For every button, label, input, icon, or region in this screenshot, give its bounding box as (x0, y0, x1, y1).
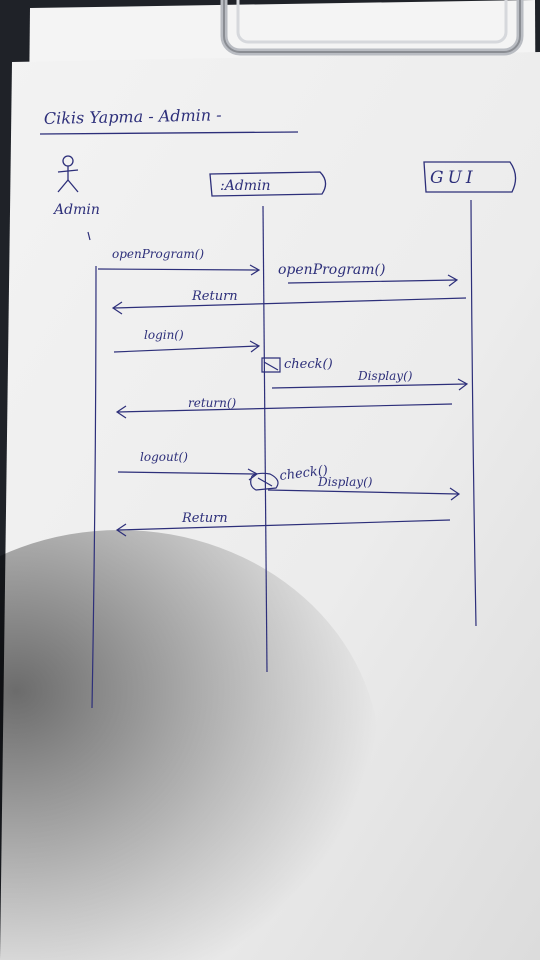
message-login (113, 340, 261, 353)
message-label-return-1: Return (191, 289, 238, 304)
admin-object-label: :Admin (220, 178, 271, 194)
clipboard-clip-icon (220, 0, 524, 56)
message-label-logout: logout() (140, 450, 188, 464)
message-return-2 (115, 403, 453, 419)
title-underline (39, 131, 299, 135)
diagram-title: Cikis Yapma - Admin - (44, 105, 222, 128)
admin-object-box (209, 171, 327, 197)
message-return-3 (115, 519, 451, 537)
message-label-return-3: Return (181, 511, 228, 526)
activation-box-1 (261, 357, 281, 373)
gui-object-label: GUI (430, 168, 477, 188)
gui-object-box (423, 161, 517, 193)
hand-shadow (0, 530, 380, 960)
message-label-display-2: Display() (317, 475, 373, 489)
gui-lifeline (470, 199, 477, 627)
message-open-program-to-admin (97, 264, 261, 276)
message-display-1 (271, 378, 469, 391)
message-label-check-2: check() (279, 463, 329, 484)
message-open-program-to-gui (287, 274, 459, 287)
actor-lifeline (87, 231, 97, 709)
message-label-check-1: check() (284, 357, 333, 372)
message-display-2 (267, 487, 461, 501)
message-label-open-program-2: openProgram() (278, 262, 385, 278)
message-label-display-1: Display() (357, 369, 413, 383)
message-label-open-program-1: openProgram() (112, 247, 204, 261)
message-return-1 (111, 297, 467, 315)
actor-label: Admin (52, 202, 100, 218)
actor-stick-figure-icon (57, 155, 79, 193)
message-label-return-2: return() (188, 396, 237, 410)
admin-lifeline (262, 205, 268, 673)
message-label-login: login() (144, 328, 184, 342)
activation-box-2 (250, 472, 279, 491)
